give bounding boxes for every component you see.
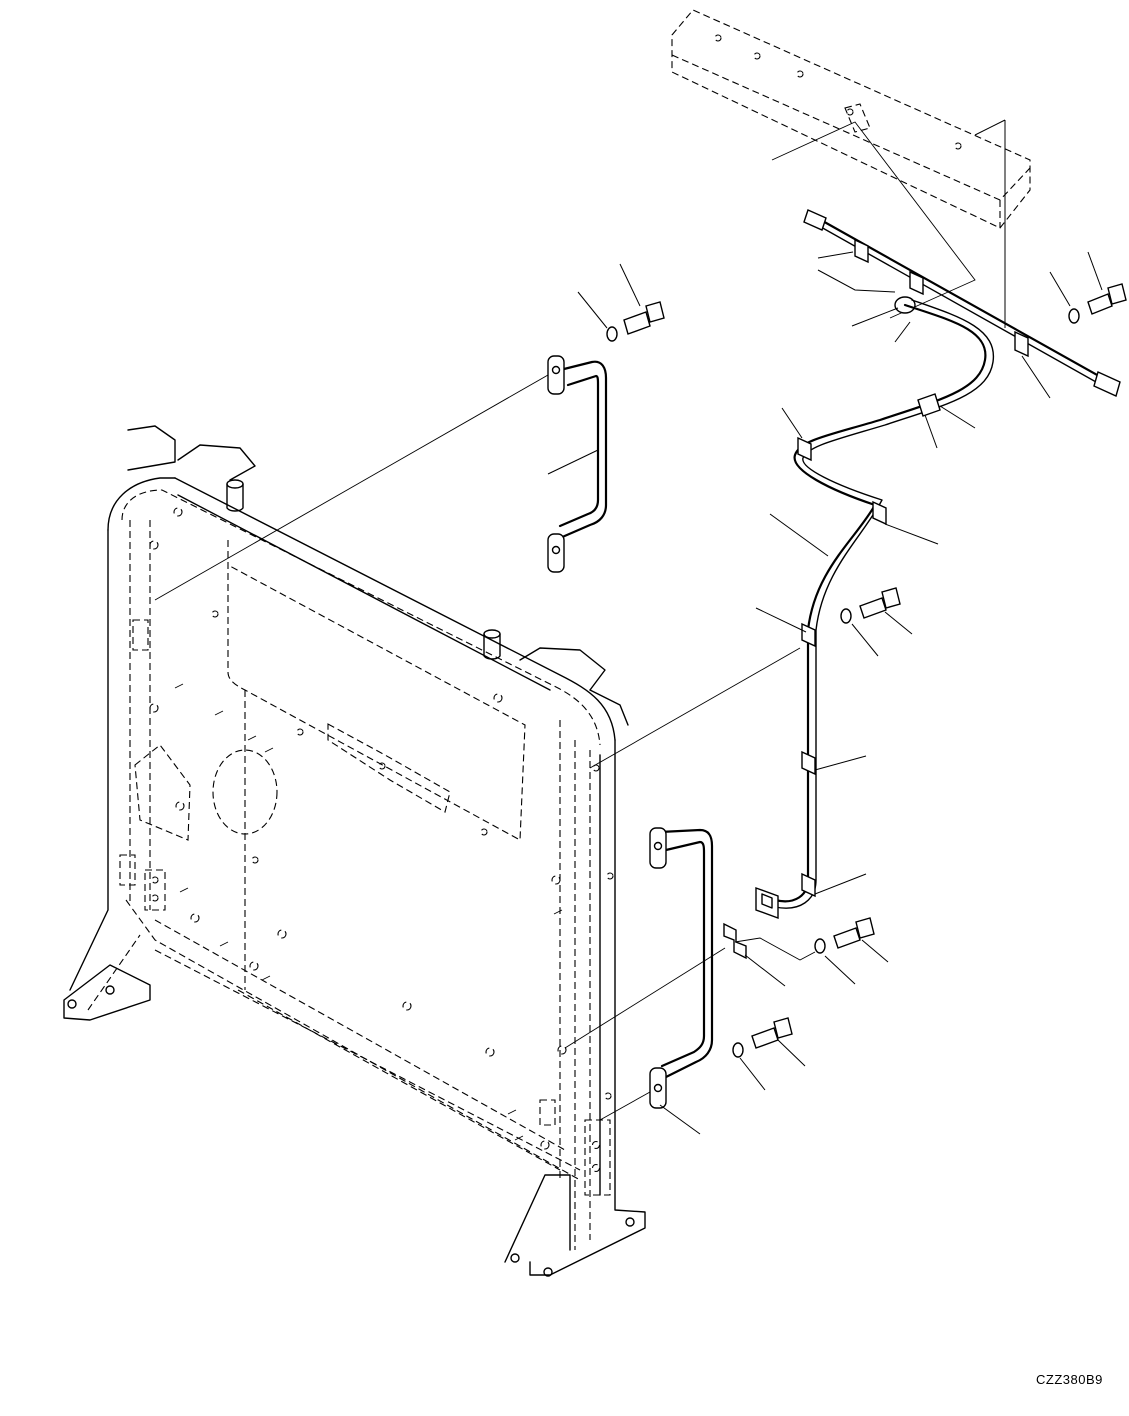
harness-clip	[801, 622, 816, 648]
hex-bolt	[859, 597, 887, 619]
harness-clip	[797, 436, 812, 462]
upper-handrail	[547, 355, 608, 573]
frame-hidden-lines	[87, 489, 614, 1250]
upper-mounting-bracket	[671, 9, 1031, 229]
fasteners	[606, 283, 1127, 1058]
washer	[840, 608, 852, 624]
drawing-code: CZZ380B9	[1036, 1372, 1103, 1387]
washer	[814, 938, 826, 954]
harness-clip	[854, 238, 869, 264]
washer	[606, 326, 618, 342]
hex-bolt	[623, 311, 651, 335]
lower-handrail	[649, 827, 714, 1109]
harness-clip	[909, 270, 924, 296]
washer	[1068, 308, 1080, 324]
harness-clip	[801, 750, 816, 776]
clip-plate	[723, 922, 747, 960]
hex-bolt	[1087, 293, 1113, 315]
harness-clip	[1014, 330, 1029, 358]
harness-clip	[917, 393, 941, 417]
harness-guide-plane	[771, 119, 1006, 328]
wiring-harness	[755, 209, 1121, 919]
hex-bolt	[833, 927, 861, 949]
panel-marks	[174, 683, 563, 1141]
harness-clip	[872, 500, 887, 526]
alignment-lines	[154, 374, 816, 1121]
callout-leaders	[547, 251, 1103, 1135]
harness-connector	[755, 887, 779, 919]
harness-clip	[801, 872, 816, 898]
washer	[732, 1042, 744, 1058]
radiator-guard-frame	[63, 425, 646, 1277]
hex-bolt	[751, 1027, 779, 1049]
